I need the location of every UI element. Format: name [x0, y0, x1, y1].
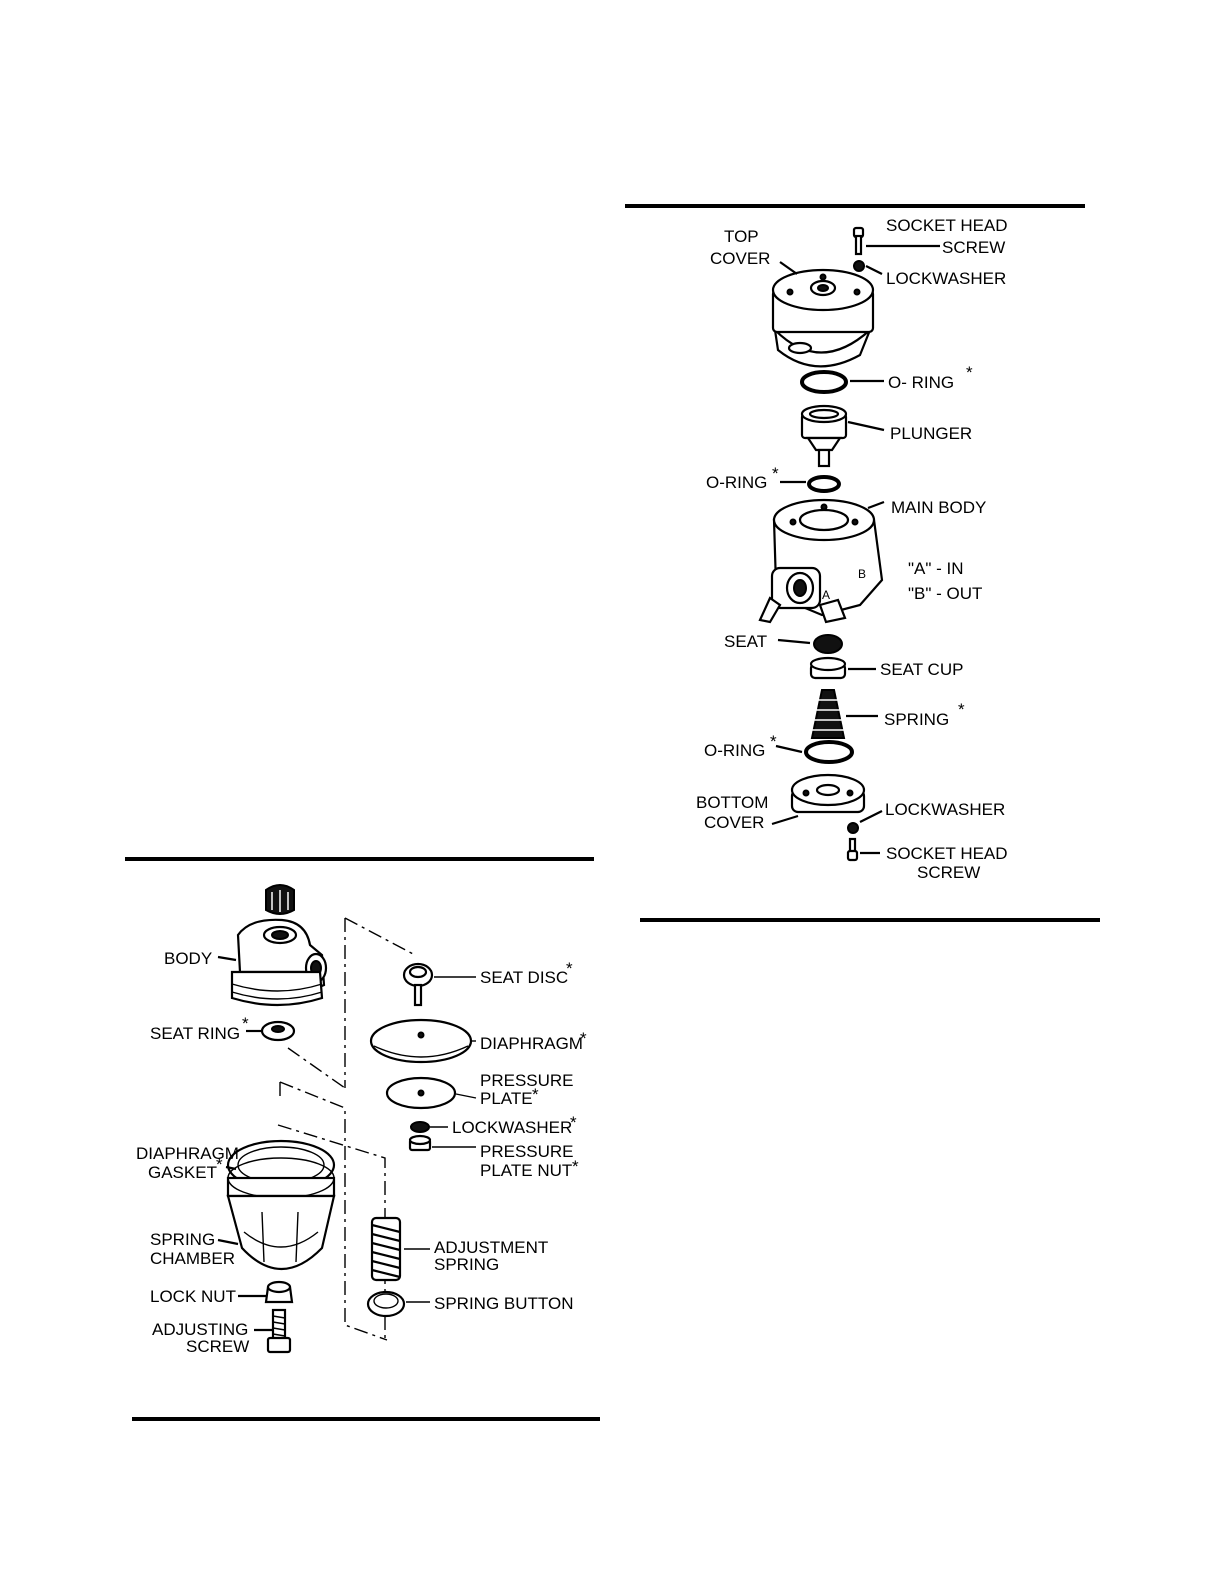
adjustment-spring-label-2: SPRING	[434, 1255, 499, 1274]
o-ring-middle-part	[807, 475, 841, 493]
o-ring-lower-label: O-RING	[704, 741, 765, 760]
o-ring-upper-label: O- RING	[888, 373, 954, 392]
lockwasher-part	[410, 1121, 430, 1133]
lockwasher-bottom-part	[847, 822, 859, 834]
right-figure-top-rule	[625, 204, 1085, 208]
seat-cup-part	[809, 656, 847, 680]
spring-button-part	[366, 1290, 406, 1318]
adjusting-screw-label-1: ADJUSTING	[152, 1320, 248, 1339]
main-body-part	[758, 498, 884, 624]
seat-ring-part	[260, 1020, 296, 1042]
socket-head-screw-top-label-1: SOCKET HEAD	[886, 216, 1008, 235]
seat-disc-part	[402, 962, 434, 1007]
plunger-part	[800, 404, 848, 468]
alignment-line-upper	[287, 917, 416, 1089]
lockwasher-asterisk: *	[570, 1113, 577, 1132]
spring-label: SPRING	[884, 710, 949, 729]
seat-cup-label: SEAT CUP	[880, 660, 963, 679]
diaphragm-gasket-label-1: DIAPHRAGM	[136, 1144, 239, 1163]
socket-head-screw-top-part	[852, 226, 865, 256]
seat-ring-label: SEAT RING	[150, 1024, 240, 1043]
seat-ring-asterisk: *	[242, 1014, 249, 1033]
adjustment-spring-label-1: ADJUSTMENT	[434, 1238, 548, 1257]
port-b-label: "B" - OUT	[908, 584, 982, 603]
spring-chamber-label-1: SPRING	[150, 1230, 215, 1249]
pressure-plate-nut-label-2: PLATE NUT	[480, 1161, 572, 1180]
lock-nut-label: LOCK NUT	[150, 1287, 236, 1306]
spring-chamber-label-2: CHAMBER	[150, 1249, 235, 1268]
diaphragm-gasket-asterisk: *	[216, 1155, 223, 1174]
port-a-label: "A" - IN	[908, 559, 964, 578]
spring-chamber-part	[226, 1139, 336, 1270]
spring-asterisk: *	[958, 700, 965, 719]
o-ring-middle-label: O-RING	[706, 473, 767, 492]
diaphragm-label: DIAPHRAGM	[480, 1034, 583, 1053]
lockwasher-bottom-label: LOCKWASHER	[885, 800, 1005, 819]
o-ring-lower-asterisk: *	[770, 732, 777, 751]
body-part	[230, 918, 328, 1007]
left-figure-bottom-rule	[132, 1417, 600, 1421]
bottom-cover-label-2: COVER	[704, 813, 764, 832]
seat-label: SEAT	[724, 632, 767, 651]
right-exploded-view: SOCKET HEAD SCREW TOP COVER LOCKWASHER O…	[696, 216, 1008, 882]
adjusting-screw-part	[266, 1308, 292, 1354]
o-ring-upper-asterisk: *	[966, 363, 973, 382]
o-ring-middle-asterisk: *	[772, 464, 779, 483]
socket-head-screw-bottom-part	[846, 837, 859, 862]
pressure-plate-nut-part	[408, 1134, 432, 1152]
right-figure-bottom-rule	[640, 918, 1100, 922]
diaphragm-gasket-label-2: GASKET	[148, 1163, 217, 1182]
seat-disc-label: SEAT DISC	[480, 968, 568, 987]
bottom-cover-part	[790, 773, 866, 814]
spring-part	[810, 689, 846, 739]
body-label: BODY	[164, 949, 212, 968]
top-cover-part	[771, 268, 875, 368]
adjustment-spring-part	[370, 1216, 402, 1282]
main-body-label: MAIN BODY	[891, 498, 986, 517]
pressure-plate-asterisk: *	[532, 1085, 539, 1104]
lockwasher-top-label: LOCKWASHER	[886, 269, 1006, 288]
lockwasher-label: LOCKWASHER	[452, 1118, 572, 1137]
socket-head-screw-bottom-label-2: SCREW	[917, 863, 980, 882]
diaphragm-asterisk: *	[580, 1029, 587, 1048]
pressure-plate-label-2: PLATE	[480, 1089, 533, 1108]
pressure-plate-nut-label-1: PRESSURE	[480, 1142, 574, 1161]
body-mark-b: B	[858, 567, 866, 581]
top-cover-label-1: TOP	[724, 227, 759, 246]
o-ring-lower-part	[804, 740, 854, 764]
socket-head-screw-top-label-2: SCREW	[942, 238, 1005, 257]
top-cover-label-2: COVER	[710, 249, 770, 268]
pressure-plate-label-1: PRESSURE	[480, 1071, 574, 1090]
adjusting-screw-label-2: SCREW	[186, 1337, 249, 1356]
socket-head-screw-bottom-label-1: SOCKET HEAD	[886, 844, 1008, 863]
alignment-line-lower	[277, 1081, 388, 1341]
bottom-cover-label-1: BOTTOM	[696, 793, 768, 812]
o-ring-upper-part	[800, 370, 848, 394]
plunger-label: PLUNGER	[890, 424, 972, 443]
seat-part	[813, 634, 843, 654]
seat-disc-asterisk: *	[566, 959, 573, 978]
pressure-plate-nut-asterisk: *	[572, 1157, 579, 1176]
body-cap-part	[265, 884, 295, 915]
spring-button-label: SPRING BUTTON	[434, 1294, 573, 1313]
lockwasher-top-part	[853, 260, 865, 272]
diaphragm-part	[369, 1018, 473, 1064]
left-exploded-view: BODY SEAT DISC * SEAT RING * DIAPHRAGM *…	[136, 884, 587, 1356]
body-mark-a: A	[822, 588, 830, 602]
left-figure-top-rule	[125, 857, 594, 861]
lock-nut-part	[264, 1280, 294, 1304]
pressure-plate-part	[385, 1076, 457, 1110]
